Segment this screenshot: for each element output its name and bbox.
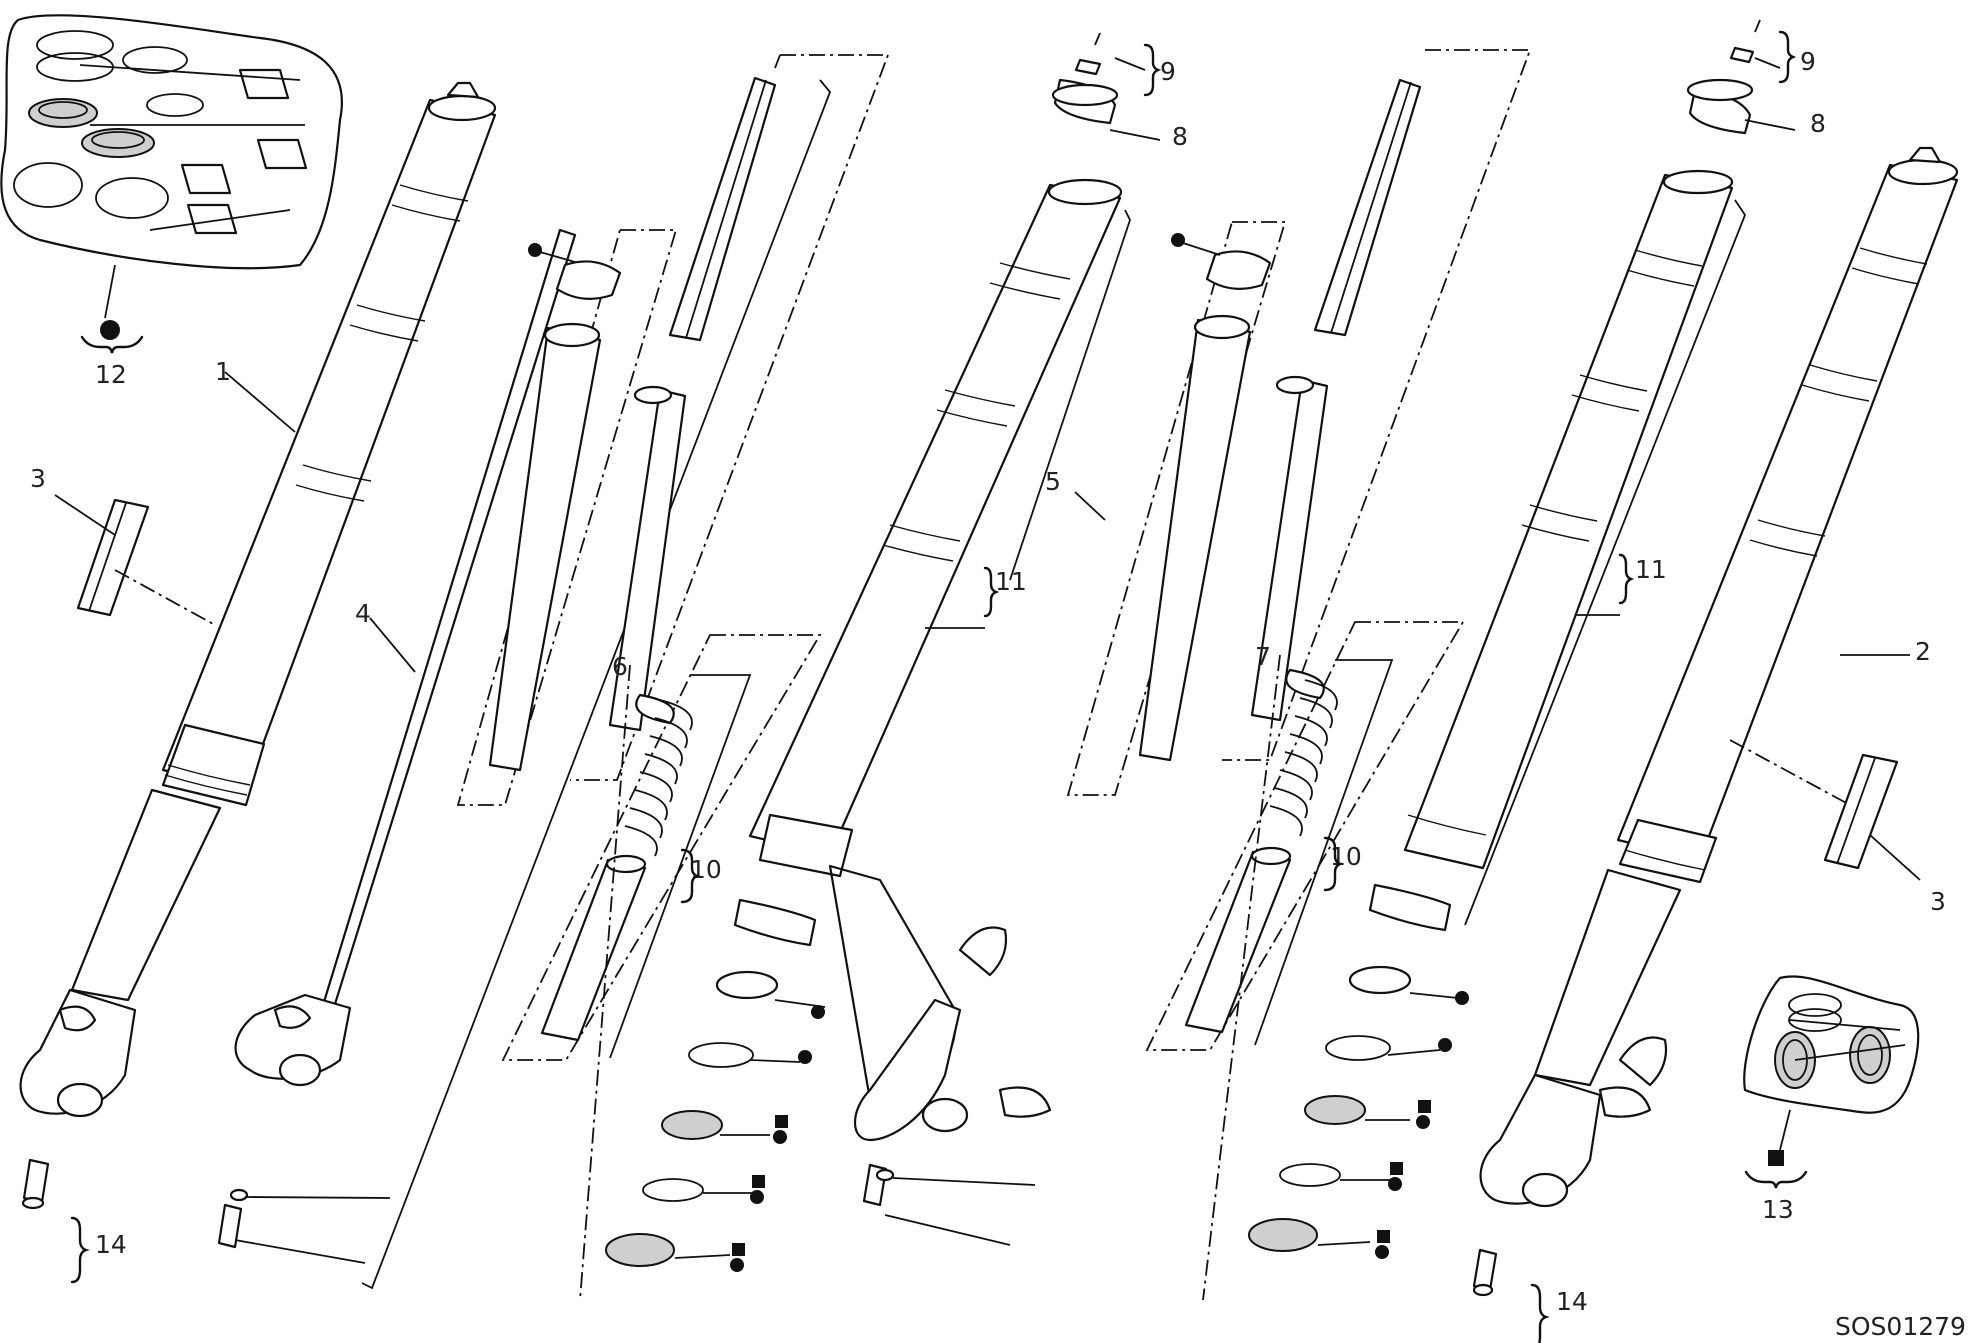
bracket-10b — [1323, 836, 1344, 892]
callout-8a: 8 — [1172, 122, 1188, 151]
leader-3b — [1869, 834, 1921, 881]
guide-block-left — [76, 498, 150, 617]
leader-9b — [1754, 57, 1781, 69]
callout-9a: 9 — [1160, 57, 1176, 86]
callout-9b: 9 — [1800, 47, 1816, 76]
callout-10a: 10 — [690, 855, 722, 884]
dash-3a — [114, 569, 216, 626]
callout-11b: 11 — [1635, 555, 1667, 584]
diagram-code: SOS01279 — [1835, 1312, 1966, 1341]
leader-1 — [224, 371, 296, 433]
dash-3b — [1729, 739, 1851, 806]
callout-14a: 14 — [95, 1230, 127, 1259]
fork-leg-1 — [19, 81, 497, 1210]
cartridge-group-6 — [456, 54, 890, 806]
guide-block-right — [1823, 753, 1899, 870]
seal-stack-left — [579, 664, 826, 1301]
callout-2: 2 — [1915, 637, 1931, 666]
callout-14b: 14 — [1556, 1287, 1588, 1316]
callout-12: 12 — [95, 360, 127, 389]
callout-3a: 3 — [30, 464, 46, 493]
callout-13: 13 — [1762, 1195, 1794, 1224]
callout-7: 7 — [1255, 642, 1271, 671]
seal-stack-right — [1202, 654, 1469, 1301]
bracket-11b — [1618, 553, 1635, 605]
leader-4 — [369, 617, 416, 673]
callout-5: 5 — [1045, 467, 1061, 496]
bracket-11a — [983, 566, 1000, 618]
callout-1: 1 — [215, 357, 231, 386]
bracket-14a — [70, 1216, 90, 1284]
spring-group-10-right — [1145, 621, 1465, 1051]
leader-9a — [1114, 57, 1146, 71]
leader-8b — [1744, 119, 1796, 131]
cartridge-group-7 — [1066, 49, 1532, 796]
seal-kit-panel-right — [1743, 975, 1920, 1189]
callout-8b: 8 — [1810, 109, 1826, 138]
spring-group-10-left — [501, 634, 822, 1061]
bracket-14b — [1530, 1283, 1550, 1343]
leader-8a — [1109, 129, 1161, 141]
callout-6: 6 — [612, 652, 628, 681]
leader-5 — [1074, 491, 1106, 521]
callout-3b: 3 — [1930, 887, 1946, 916]
leader-3a — [54, 494, 116, 536]
bracket-10a — [680, 848, 701, 904]
seal-kit-panel-left — [0, 14, 343, 354]
callout-11a: 11 — [995, 567, 1027, 596]
bracket-9b — [1778, 30, 1797, 84]
fork-assembly-4 — [217, 79, 832, 1290]
fork-leg-11b — [1403, 19, 1761, 926]
fork-leg-2 — [1472, 146, 1959, 1297]
callout-4: 4 — [355, 599, 371, 628]
fork-leg-5 — [748, 32, 1131, 1246]
bracket-9a — [1143, 43, 1162, 97]
